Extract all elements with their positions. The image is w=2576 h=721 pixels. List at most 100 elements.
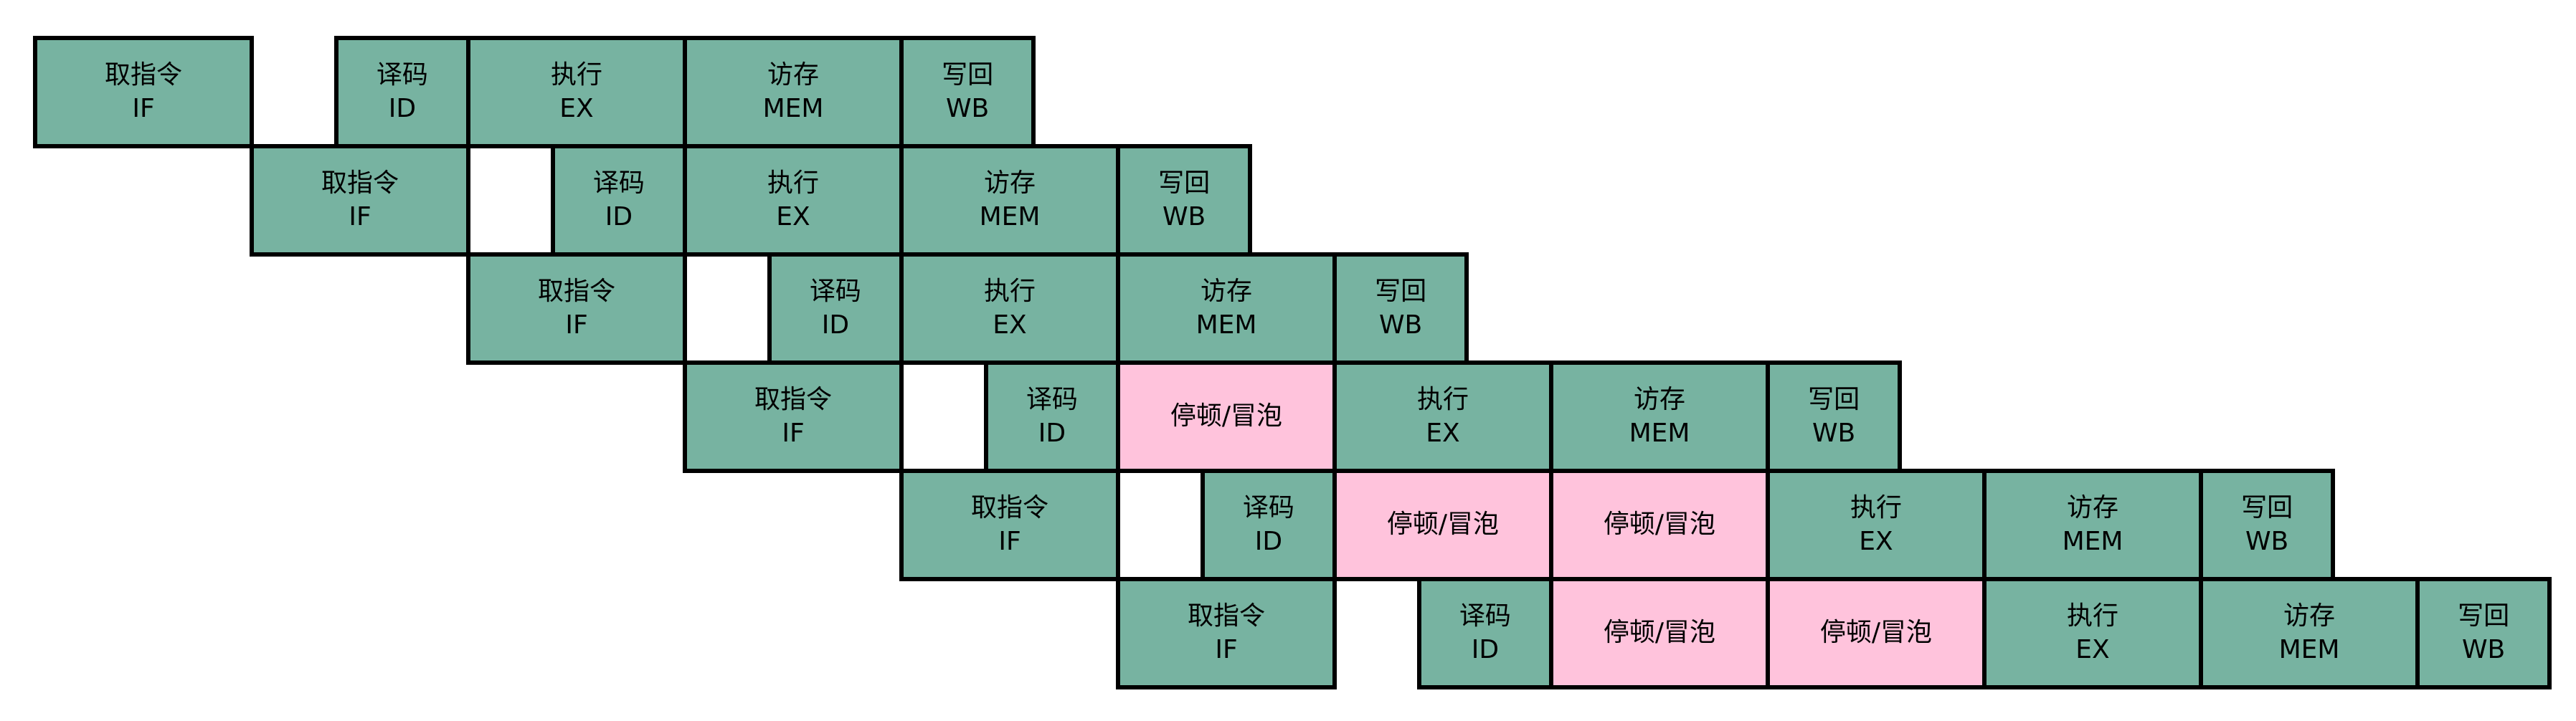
cell-label-line1: 访存 bbox=[2283, 601, 2335, 631]
cell-label-line1: 访存 bbox=[983, 168, 1036, 198]
cell-label-line2: WB bbox=[2245, 526, 2289, 556]
cell-label-line1: 取指令 bbox=[1187, 601, 1265, 631]
cell-label-line1: 译码 bbox=[376, 59, 428, 90]
cell-label-line2: EX bbox=[1426, 418, 1460, 448]
instruction-6-stall-bubble-cycle-3: 停顿/冒泡 bbox=[1766, 577, 1987, 689]
instruction-4-stage-ex: 执行 EX bbox=[1332, 360, 1553, 473]
cell-label-line2: IF bbox=[349, 201, 371, 231]
instruction-5-stage-mem: 访存 MEM bbox=[1982, 469, 2203, 581]
cell-label-line1: 取指令 bbox=[104, 59, 182, 90]
cell-label-line1: 访存 bbox=[1633, 384, 1685, 414]
cell-label-line2: ID bbox=[821, 310, 850, 340]
cell-label-line1: 执行 bbox=[2066, 601, 2118, 631]
instruction-4-stage-wb: 写回 WB bbox=[1766, 360, 1903, 473]
instruction-4-stage-mem: 访存 MEM bbox=[1549, 360, 1770, 473]
cell-label-line1: 停顿/冒泡 bbox=[1170, 401, 1283, 431]
cell-label-line2: EX bbox=[993, 310, 1027, 340]
instruction-5-stall-bubble-cycle-3: 停顿/冒泡 bbox=[1549, 469, 1770, 581]
cell-label-line2: EX bbox=[559, 93, 594, 123]
cell-label-line1: 停顿/冒泡 bbox=[1603, 618, 1716, 648]
cell-label-line2: EX bbox=[776, 201, 810, 231]
cell-label-line1: 译码 bbox=[1242, 492, 1294, 522]
cell-label-line1: 取指令 bbox=[754, 384, 832, 414]
cell-label-line2: IF bbox=[1215, 634, 1238, 664]
cell-label-line2: WB bbox=[2461, 634, 2506, 664]
instruction-3-stage-id: 译码 ID bbox=[767, 252, 904, 365]
cell-label-line2: WB bbox=[1812, 418, 1856, 448]
cell-label-line2: MEM bbox=[2062, 526, 2123, 556]
cell-label-line2: IF bbox=[132, 93, 155, 123]
cell-label-line1: 写回 bbox=[2458, 601, 2510, 631]
instruction-3-stage-mem: 访存 MEM bbox=[1116, 252, 1337, 365]
cell-label-line2: WB bbox=[1162, 201, 1206, 231]
cell-label-line2: MEM bbox=[979, 201, 1041, 231]
cell-label-line1: 访存 bbox=[767, 59, 819, 90]
cell-label-line1: 写回 bbox=[1158, 168, 1211, 198]
cell-label-line1: 访存 bbox=[1200, 276, 1252, 306]
cell-label-line1: 停顿/冒泡 bbox=[1386, 510, 1500, 540]
cell-label-line1: 写回 bbox=[1375, 276, 1427, 306]
cell-label-line2: MEM bbox=[2278, 634, 2340, 664]
cell-label-line2: ID bbox=[1038, 418, 1066, 448]
cell-label-line2: IF bbox=[565, 310, 588, 340]
cell-label-line2: IF bbox=[782, 418, 805, 448]
cell-label-line2: WB bbox=[945, 93, 990, 123]
cell-label-line1: 译码 bbox=[592, 168, 645, 198]
cell-label-line1: 执行 bbox=[983, 276, 1036, 306]
cell-label-line1: 执行 bbox=[550, 59, 602, 90]
instruction-5-stage-if: 取指令 IF bbox=[899, 469, 1120, 581]
instruction-6-stall-bubble-cycle-2: 停顿/冒泡 bbox=[1549, 577, 1770, 689]
cell-label-line2: EX bbox=[2075, 634, 2110, 664]
instruction-5-stage-ex: 执行 EX bbox=[1766, 469, 1987, 581]
cell-label-line1: 译码 bbox=[1459, 601, 1511, 631]
cell-label-line2: WB bbox=[1378, 310, 1423, 340]
instruction-4-stall-bubble-cycle-2: 停顿/冒泡 bbox=[1116, 360, 1337, 473]
cell-label-line2: IF bbox=[998, 526, 1021, 556]
instruction-5-stage-id: 译码 ID bbox=[1200, 469, 1337, 581]
cell-label-line1: 写回 bbox=[2241, 492, 2293, 522]
cell-label-line2: MEM bbox=[1195, 310, 1257, 340]
instruction-4-stage-if: 取指令 IF bbox=[683, 360, 904, 473]
cell-label-line1: 取指令 bbox=[321, 168, 399, 198]
instruction-5-stall-bubble-cycle-2: 停顿/冒泡 bbox=[1332, 469, 1553, 581]
cell-label-line1: 停顿/冒泡 bbox=[1819, 618, 1933, 648]
cell-label-line1: 取指令 bbox=[970, 492, 1048, 522]
cell-label-line1: 执行 bbox=[1416, 384, 1469, 414]
cell-label-line2: ID bbox=[1254, 526, 1283, 556]
cell-label-line1: 停顿/冒泡 bbox=[1603, 510, 1716, 540]
cell-label-line2: EX bbox=[1859, 526, 1893, 556]
cell-label-line1: 执行 bbox=[1850, 492, 1902, 522]
cell-label-line2: MEM bbox=[762, 93, 824, 123]
cell-label-line2: ID bbox=[605, 201, 633, 231]
cell-label-line2: ID bbox=[388, 93, 417, 123]
instruction-3-stage-wb: 写回 WB bbox=[1332, 252, 1469, 365]
cell-label-line2: ID bbox=[1471, 634, 1500, 664]
cell-label-line2: MEM bbox=[1629, 418, 1690, 448]
instruction-4-stage-id: 译码 ID bbox=[983, 360, 1120, 473]
cell-label-line1: 译码 bbox=[809, 276, 861, 306]
instruction-3-stage-ex: 执行 EX bbox=[899, 252, 1120, 365]
cell-label-line1: 执行 bbox=[767, 168, 819, 198]
cell-label-line1: 写回 bbox=[942, 59, 994, 90]
instruction-5-stage-wb: 写回 WB bbox=[2199, 469, 2336, 581]
cell-label-line1: 写回 bbox=[1808, 384, 1860, 414]
cell-label-line1: 译码 bbox=[1026, 384, 1078, 414]
cell-label-line1: 访存 bbox=[2066, 492, 2118, 522]
